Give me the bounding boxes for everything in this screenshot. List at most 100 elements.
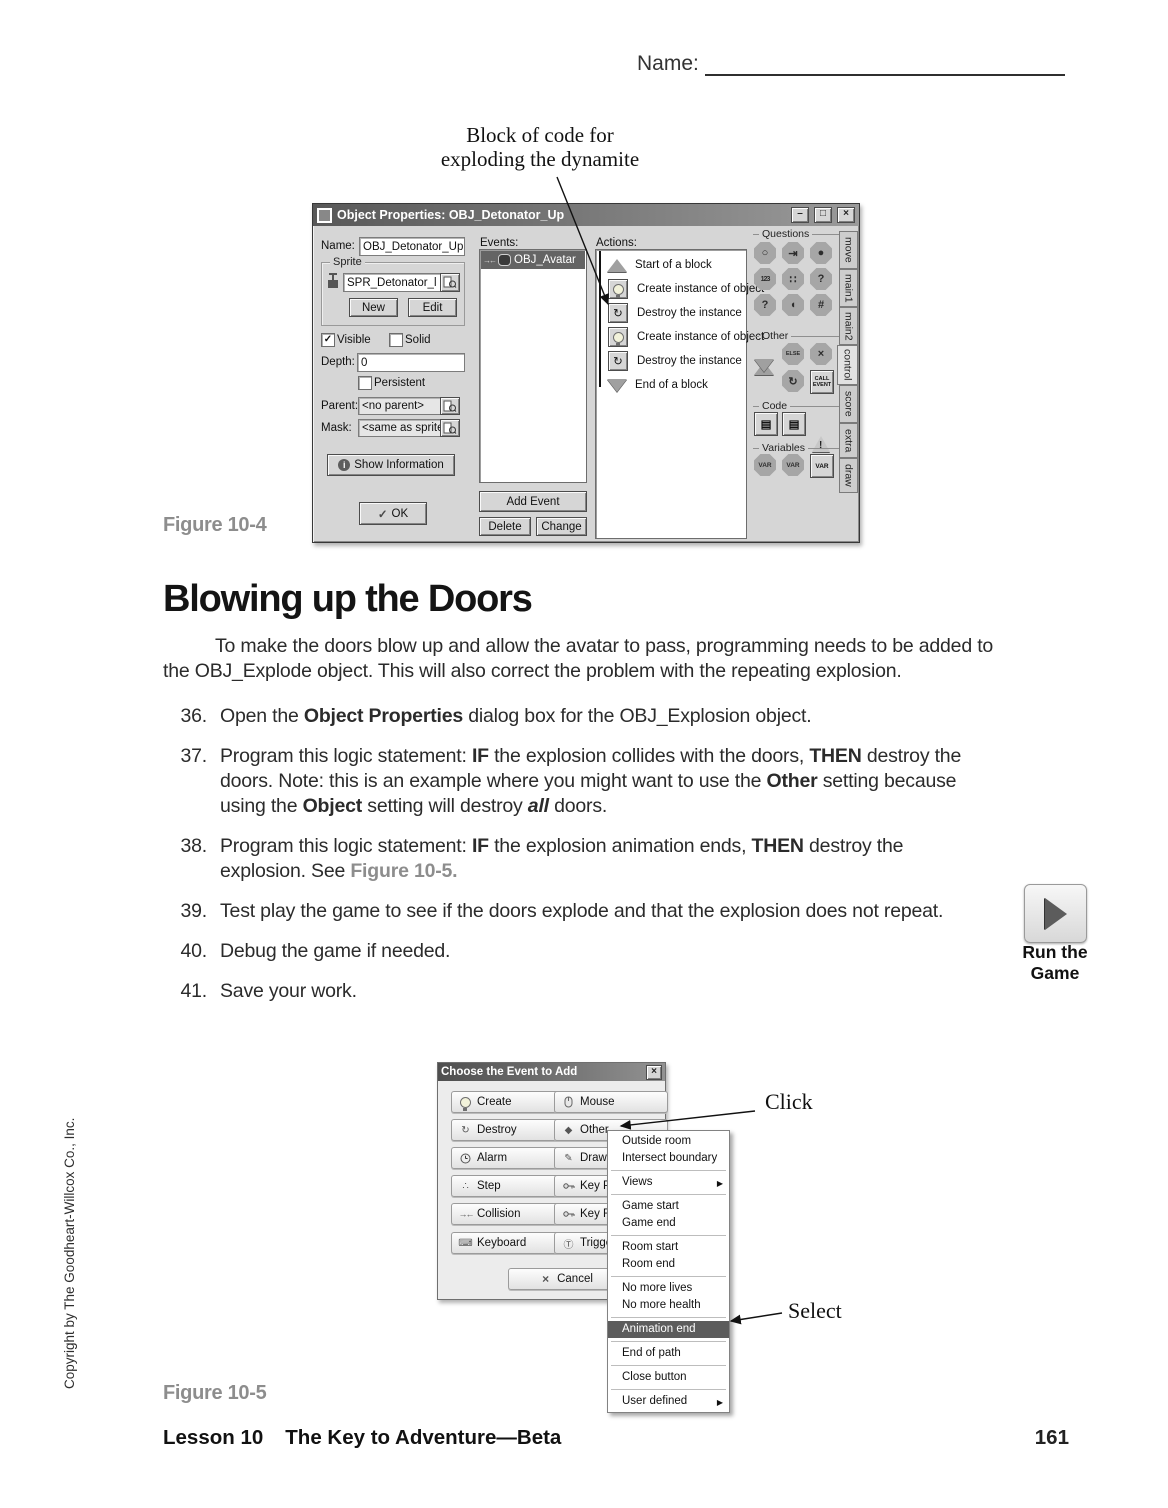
action-row[interactable]: End of a block <box>607 375 708 395</box>
call-event-icon[interactable]: CALL EVENT <box>810 370 834 394</box>
title-bar[interactable]: Choose the Event to Add × <box>438 1063 665 1081</box>
tab-control[interactable]: control <box>837 345 858 385</box>
step-text: Test play the game to see if the doors e… <box>220 899 944 922</box>
mouse-event-button[interactable]: Mouse <box>554 1091 668 1113</box>
menu-item-close-button[interactable]: Close button <box>622 1371 687 1383</box>
edit-sprite-button[interactable]: Edit <box>408 298 457 317</box>
maximize-button[interactable]: □ <box>814 207 832 223</box>
solid-checkbox[interactable] <box>389 333 403 347</box>
parent-browse-button[interactable] <box>440 397 460 415</box>
action-label: Destroy the instance <box>637 307 742 319</box>
add-event-button[interactable]: Add Event <box>479 491 587 512</box>
object-name-input[interactable]: OBJ_Detonator_Up <box>359 237 465 256</box>
tab-score[interactable]: score <box>839 385 858 423</box>
parent-field[interactable]: <no parent> <box>358 397 442 415</box>
submenu-arrow-icon: ▶ <box>716 1179 723 1188</box>
action-row[interactable]: Start of a block <box>607 255 712 275</box>
menu-separator <box>611 1170 726 1171</box>
tab-move[interactable]: move <box>839 231 858 269</box>
action-row[interactable]: Create instance of object <box>608 327 764 347</box>
menu-item-views[interactable]: Views▶ <box>608 1174 729 1191</box>
actions-label: Actions: <box>596 237 637 249</box>
menu-item-game-end[interactable]: Game end <box>622 1217 676 1229</box>
collision-event-button[interactable]: →← Collision <box>451 1203 564 1225</box>
step-39: 39. Test play the game to see if the doo… <box>163 899 1021 924</box>
annotation-text: exploding the dynamite <box>440 147 640 171</box>
mask-field[interactable]: <same as sprite> <box>358 419 442 437</box>
check-grid-icon[interactable]: # <box>810 294 832 316</box>
sprite-name-field[interactable]: SPR_Detonator_l <box>343 273 444 292</box>
menu-item-animation-end[interactable]: Animation end <box>608 1321 729 1338</box>
events-list[interactable]: →← OBJ_Avatar <box>479 249 587 483</box>
menu-item-no-more-lives[interactable]: No more lives <box>622 1282 693 1294</box>
step-event-button[interactable]: ∴ Step <box>451 1175 564 1197</box>
action-row[interactable]: Create instance of object <box>608 279 764 299</box>
new-sprite-button[interactable]: New <box>349 298 398 317</box>
event-row-obj-avatar[interactable]: →← OBJ_Avatar <box>481 251 585 269</box>
delete-event-button[interactable]: Delete <box>479 517 531 536</box>
test-expression-icon[interactable]: ? <box>754 294 776 316</box>
else-icon[interactable]: ELSE <box>782 343 804 365</box>
persistent-checkbox[interactable] <box>358 376 372 390</box>
menu-item-end-of-path[interactable]: End of path <box>622 1347 681 1359</box>
variables-section-label: Variables <box>753 442 839 454</box>
tab-draw[interactable]: draw <box>839 458 858 493</box>
cancel-button[interactable]: × Cancel <box>508 1268 624 1290</box>
check-mouse-icon[interactable]: ◖ <box>782 294 804 316</box>
tab-extra[interactable]: extra <box>839 423 858 458</box>
mask-browse-button[interactable] <box>440 419 460 437</box>
set-variable-icon[interactable]: VAR <box>754 454 776 476</box>
check-question-icon[interactable]: ? <box>810 268 832 290</box>
draw-variable-icon[interactable]: VAR <box>810 454 834 478</box>
keyboard-event-button[interactable]: ⌨ Keyboard <box>451 1232 564 1254</box>
collision-icon: →← <box>458 1209 475 1219</box>
menu-item-user-defined[interactable]: User defined▶ <box>608 1393 729 1410</box>
close-button[interactable]: × <box>646 1064 662 1080</box>
check-icon: ✓ <box>377 508 388 521</box>
text-segment: Program this logic statement: <box>220 834 472 857</box>
tab-main1[interactable]: main1 <box>839 269 858 307</box>
repeat-icon[interactable]: ↻ <box>782 370 804 392</box>
minimize-button[interactable]: – <box>791 207 809 223</box>
exit-event-icon[interactable]: × <box>810 343 832 365</box>
destroy-instance-icon: ↻ <box>608 303 628 323</box>
show-information-button[interactable]: i Show Information <box>327 454 455 476</box>
dialog-title: Object Properties: OBJ_Detonator_Up <box>337 208 565 222</box>
menu-item-game-start[interactable]: Game start <box>622 1200 679 1212</box>
text-segment: the explosion collides with the doors, <box>488 744 810 767</box>
check-empty-icon[interactable]: ○ <box>754 242 776 264</box>
menu-separator <box>611 1276 726 1277</box>
menu-item-intersect-boundary[interactable]: Intersect boundary <box>622 1152 718 1164</box>
tab-main2[interactable]: main2 <box>839 307 858 345</box>
test-variable-icon[interactable]: VAR <box>782 454 804 476</box>
close-button[interactable]: × <box>837 207 855 223</box>
menu-item-room-start[interactable]: Room start <box>622 1241 679 1253</box>
ok-button[interactable]: ✓ OK <box>359 502 427 525</box>
sprite-browse-button[interactable] <box>440 273 460 292</box>
test-chance-icon[interactable]: ∷ <box>782 268 804 290</box>
menu-item-no-more-health[interactable]: No more health <box>622 1299 701 1311</box>
step-38: 38. Program this logic statement: IF the… <box>163 834 1021 884</box>
alarm-event-button[interactable]: Alarm <box>451 1147 564 1169</box>
check-collision-icon[interactable]: ⇥ <box>782 242 804 264</box>
text-segment: dialog box for the <box>463 704 620 727</box>
depth-input[interactable]: 0 <box>357 353 465 372</box>
action-row[interactable]: ↻ Destroy the instance <box>608 351 742 371</box>
check-object-icon[interactable]: ● <box>810 242 832 264</box>
action-row[interactable]: ↻ Destroy the instance <box>608 303 742 323</box>
show-information-label: Show Information <box>354 459 444 471</box>
title-bar[interactable]: Object Properties: OBJ_Detonator_Up – □ … <box>313 204 859 226</box>
annotation-text: Block of code for <box>466 123 614 147</box>
run-the-game-button[interactable] <box>1024 884 1087 943</box>
change-event-button[interactable]: Change <box>536 517 587 536</box>
execute-code-icon[interactable]: ▤ <box>754 412 778 436</box>
actions-list[interactable]: Start of a block Create instance of obje… <box>595 249 764 539</box>
end-block-icon[interactable] <box>754 359 774 390</box>
create-event-button[interactable]: Create <box>451 1091 564 1113</box>
destroy-event-button[interactable]: ↻ Destroy <box>451 1119 564 1141</box>
test-instance-count-icon[interactable]: 123 <box>754 268 776 290</box>
menu-item-outside-room[interactable]: Outside room <box>622 1135 692 1147</box>
visible-checkbox[interactable]: ✓ <box>321 333 335 347</box>
execute-script-icon[interactable]: ▤ <box>782 412 806 436</box>
menu-item-room-end[interactable]: Room end <box>622 1258 676 1270</box>
